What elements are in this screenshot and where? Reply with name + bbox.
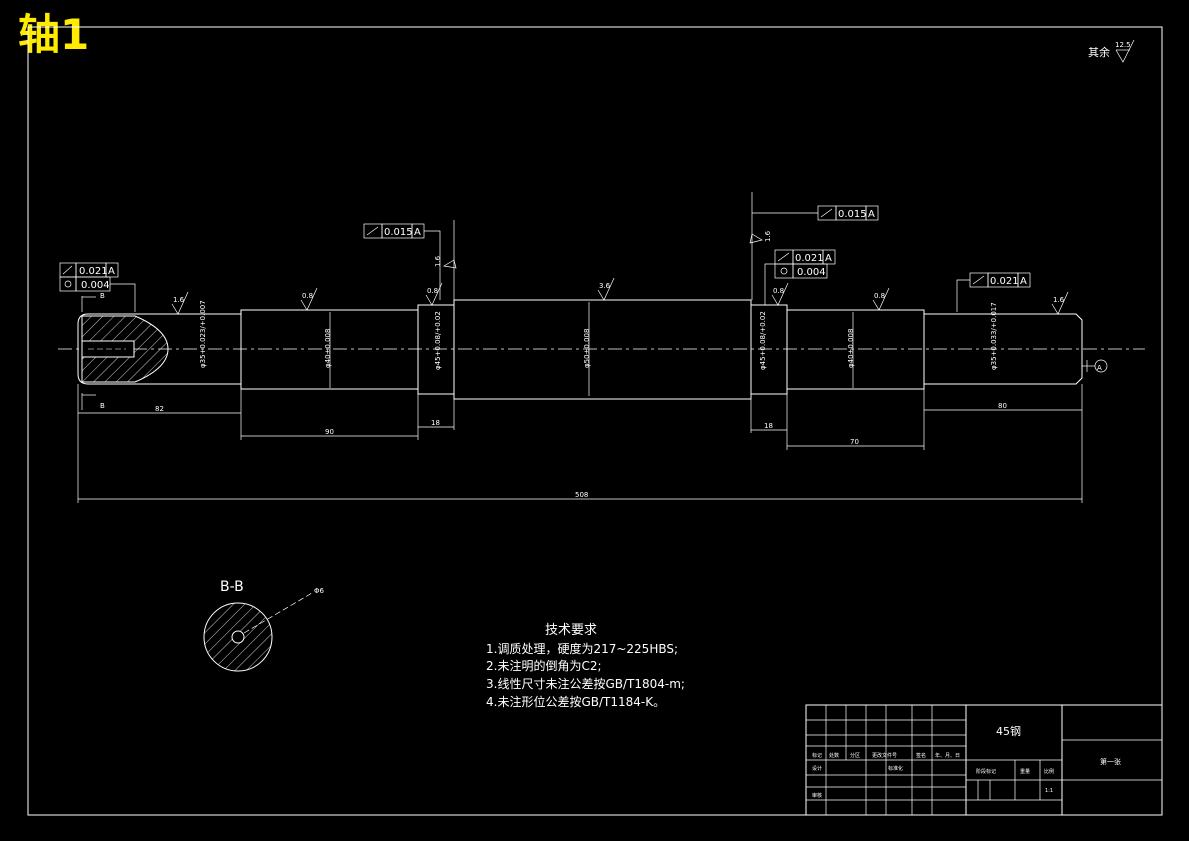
roughness-7: 0.8 (874, 292, 885, 300)
section-marker-b: B B (81, 292, 105, 410)
tb-stage: 阶段标记 (976, 768, 996, 775)
roughness-6: 0.8 (773, 287, 784, 295)
length-18a: 18 (431, 419, 440, 427)
tb-h-date: 年、月、日 (935, 752, 960, 759)
tech-heading: 技术要求 (545, 623, 597, 638)
section-marker-b-bottom: B (100, 402, 105, 410)
default-roughness-value: 12.5 (1115, 41, 1131, 49)
tb-material: 45钢 (996, 725, 1021, 738)
shaft-profile (77, 299, 1083, 400)
tol-left-cyl: 0.004 (81, 280, 110, 291)
dimensions: 82 90 18 18 70 80 508 (77, 384, 1083, 503)
tb-h-count: 处数 (829, 752, 839, 759)
tol-right-cyl: 0.004 (797, 267, 826, 278)
diameter-labels: φ35+0.023/+0.007 φ40±0.008 φ45+0.08/+0.0… (199, 300, 998, 396)
tb-h-zone: 分区 (850, 752, 860, 759)
title-block: 45钢 第一张 1:1 标记 处数 分区 更改文件号 签名 年、月、日 设计 标… (805, 704, 1163, 816)
tb-standard: 标准化 (888, 765, 903, 772)
tolerance-far-right: 0.021 A (956, 272, 1031, 312)
default-roughness: 其余 12.5 (1088, 39, 1135, 63)
diameter-5: φ45+0.08/+0.02 (759, 311, 767, 370)
tb-scale: 1:1 (1045, 788, 1053, 794)
drawing-frame (27, 26, 1163, 816)
roughness-4: 3.6 (599, 282, 611, 290)
tech-item-2: 2.未注明的倒角为C2; (486, 658, 602, 673)
roughness-3: 0.8 (427, 287, 438, 295)
tol-right-runout: 0.021 (795, 253, 824, 264)
diameter-6: φ40±0.008 (847, 329, 855, 368)
tech-item-4: 4.未注形位公差按GB/T1184-K。 (486, 694, 665, 709)
tol-rshoulder-datum: A (868, 209, 875, 220)
length-80: 80 (998, 402, 1007, 410)
tb-review: 审核 (812, 792, 822, 799)
diameter-4: φ50±0.008 (583, 329, 591, 368)
roughness-9: 1.6 (434, 255, 442, 267)
tol-far-right-datum: A (1020, 276, 1027, 287)
tb-sheet: 第一张 (1100, 757, 1121, 766)
length-70: 70 (850, 438, 859, 446)
tb-scale-label: 比例 (1044, 768, 1054, 775)
roughness-10: 1.6 (764, 230, 772, 242)
section-marker-b-top: B (100, 292, 105, 300)
tb-h-doc: 更改文件号 (872, 752, 897, 759)
section-keyway: Φ6 (314, 587, 325, 595)
length-18b: 18 (764, 422, 773, 430)
diameter-1: φ35+0.023/+0.007 (199, 300, 207, 368)
tol-far-right-runout: 0.021 (990, 276, 1019, 287)
diameter-2: φ40±0.008 (324, 329, 332, 368)
tech-item-1: 1.调质处理，硬度为217~225HBS; (486, 641, 678, 656)
tb-h-mark: 标记 (812, 752, 822, 759)
tech-requirements: 技术要求 1.调质处理，硬度为217~225HBS; 2.未注明的倒角为C2; … (486, 623, 685, 709)
tb-h-sign: 签名 (916, 752, 926, 759)
tol-rshoulder-runout: 0.015 (838, 209, 867, 220)
roughness-symbols: 1.6 0.8 0.8 3.6 0.8 0.8 1.6 1.6 1.6 (171, 230, 1069, 315)
roughness-8: 1.6 (1053, 296, 1065, 304)
length-total: 508 (575, 491, 588, 499)
diameter-7: φ35+0.033/+0.017 (990, 302, 998, 370)
drawing-title: 轴1 (18, 10, 90, 59)
tol-shoulder-datum: A (414, 227, 421, 238)
tol-left-runout: 0.021 (79, 266, 108, 277)
length-90: 90 (325, 428, 334, 436)
tolerance-right: 0.021 A 0.004 (764, 249, 836, 305)
tol-left-datum: A (108, 266, 115, 277)
section-label: B-B (220, 579, 244, 595)
datum-a-label: A (1097, 364, 1102, 372)
keyway-section (81, 315, 169, 383)
datum-a-marker: A (1082, 359, 1108, 373)
diameter-3: φ45+0.08/+0.02 (434, 311, 442, 370)
tol-right-datum: A (825, 253, 832, 264)
section-bb: B-B Φ6 (203, 579, 325, 672)
tech-item-3: 3.线性尺寸未注公差按GB/T1804-m; (486, 676, 685, 691)
tb-design: 设计 (812, 765, 822, 772)
tol-shoulder-runout: 0.015 (384, 227, 413, 238)
tolerance-shoulder: 0.015 A (363, 220, 455, 300)
tolerance-left: 0.021 A 0.004 (59, 262, 136, 312)
tolerance-right-shoulder: 0.015 A (751, 192, 879, 300)
length-82: 82 (155, 405, 164, 413)
roughness-2: 0.8 (302, 292, 313, 300)
tb-weight: 重量 (1020, 768, 1030, 775)
roughness-1: 1.6 (173, 296, 185, 304)
default-roughness-label: 其余 (1088, 45, 1110, 59)
